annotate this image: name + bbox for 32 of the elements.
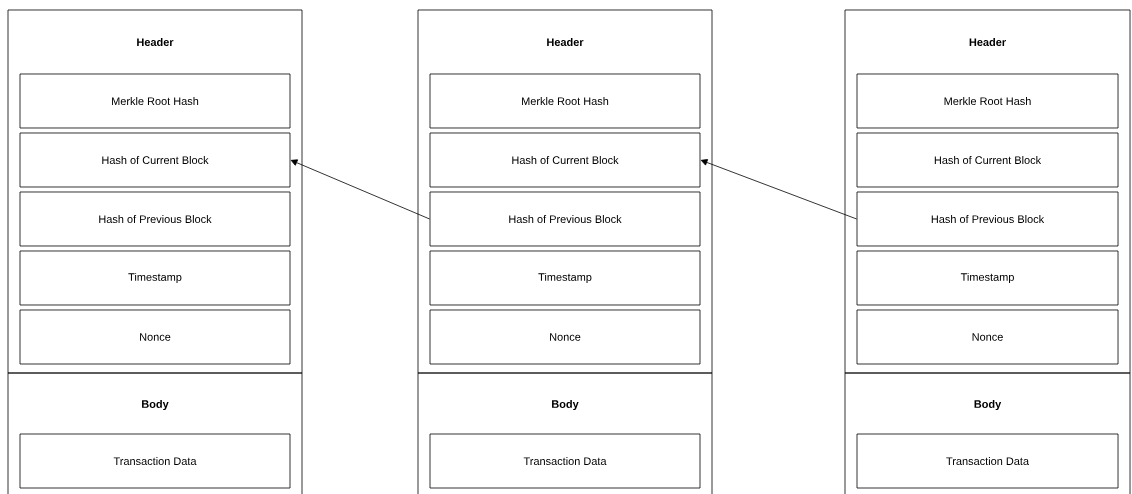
section-heading: Header — [969, 37, 1006, 46]
arrow — [290, 159, 430, 220]
field-box: Transaction Data — [856, 433, 1119, 489]
section-box — [844, 372, 1131, 494]
section-box — [844, 9, 1131, 374]
field-box: Transaction Data — [429, 433, 701, 489]
section-box — [417, 9, 713, 374]
field-box: Hash of Current Block — [429, 132, 701, 188]
arrow — [700, 159, 857, 220]
field-box: Merkle Root Hash — [429, 73, 701, 129]
field-box: Timestamp — [429, 250, 701, 306]
section-heading: Body — [142, 399, 169, 411]
field-box: Merkle Root Hash — [19, 73, 291, 129]
field-box: Timestamp — [19, 250, 291, 306]
field-box: Hash of Previous Block — [856, 191, 1119, 247]
field-box: Nonce — [429, 309, 701, 365]
field-box: Transaction Data — [19, 433, 291, 489]
field-box: Hash of Current Block — [856, 132, 1119, 188]
section-box — [7, 9, 303, 374]
field-box: Hash of Previous Block — [19, 191, 291, 247]
section-heading: Body — [552, 399, 579, 411]
field-box: Nonce — [19, 309, 291, 365]
section-box — [417, 372, 713, 494]
field-box: Merkle Root Hash — [856, 73, 1119, 129]
field-box: Timestamp — [856, 250, 1119, 306]
field-box: Hash of Current Block — [19, 132, 291, 188]
section-heading: Body — [974, 399, 1002, 411]
section-heading: Header — [547, 37, 584, 46]
section-box — [7, 372, 303, 494]
field-box: Hash of Previous Block — [429, 191, 701, 247]
field-box: Nonce — [856, 309, 1119, 365]
section-heading: Header — [137, 37, 174, 46]
